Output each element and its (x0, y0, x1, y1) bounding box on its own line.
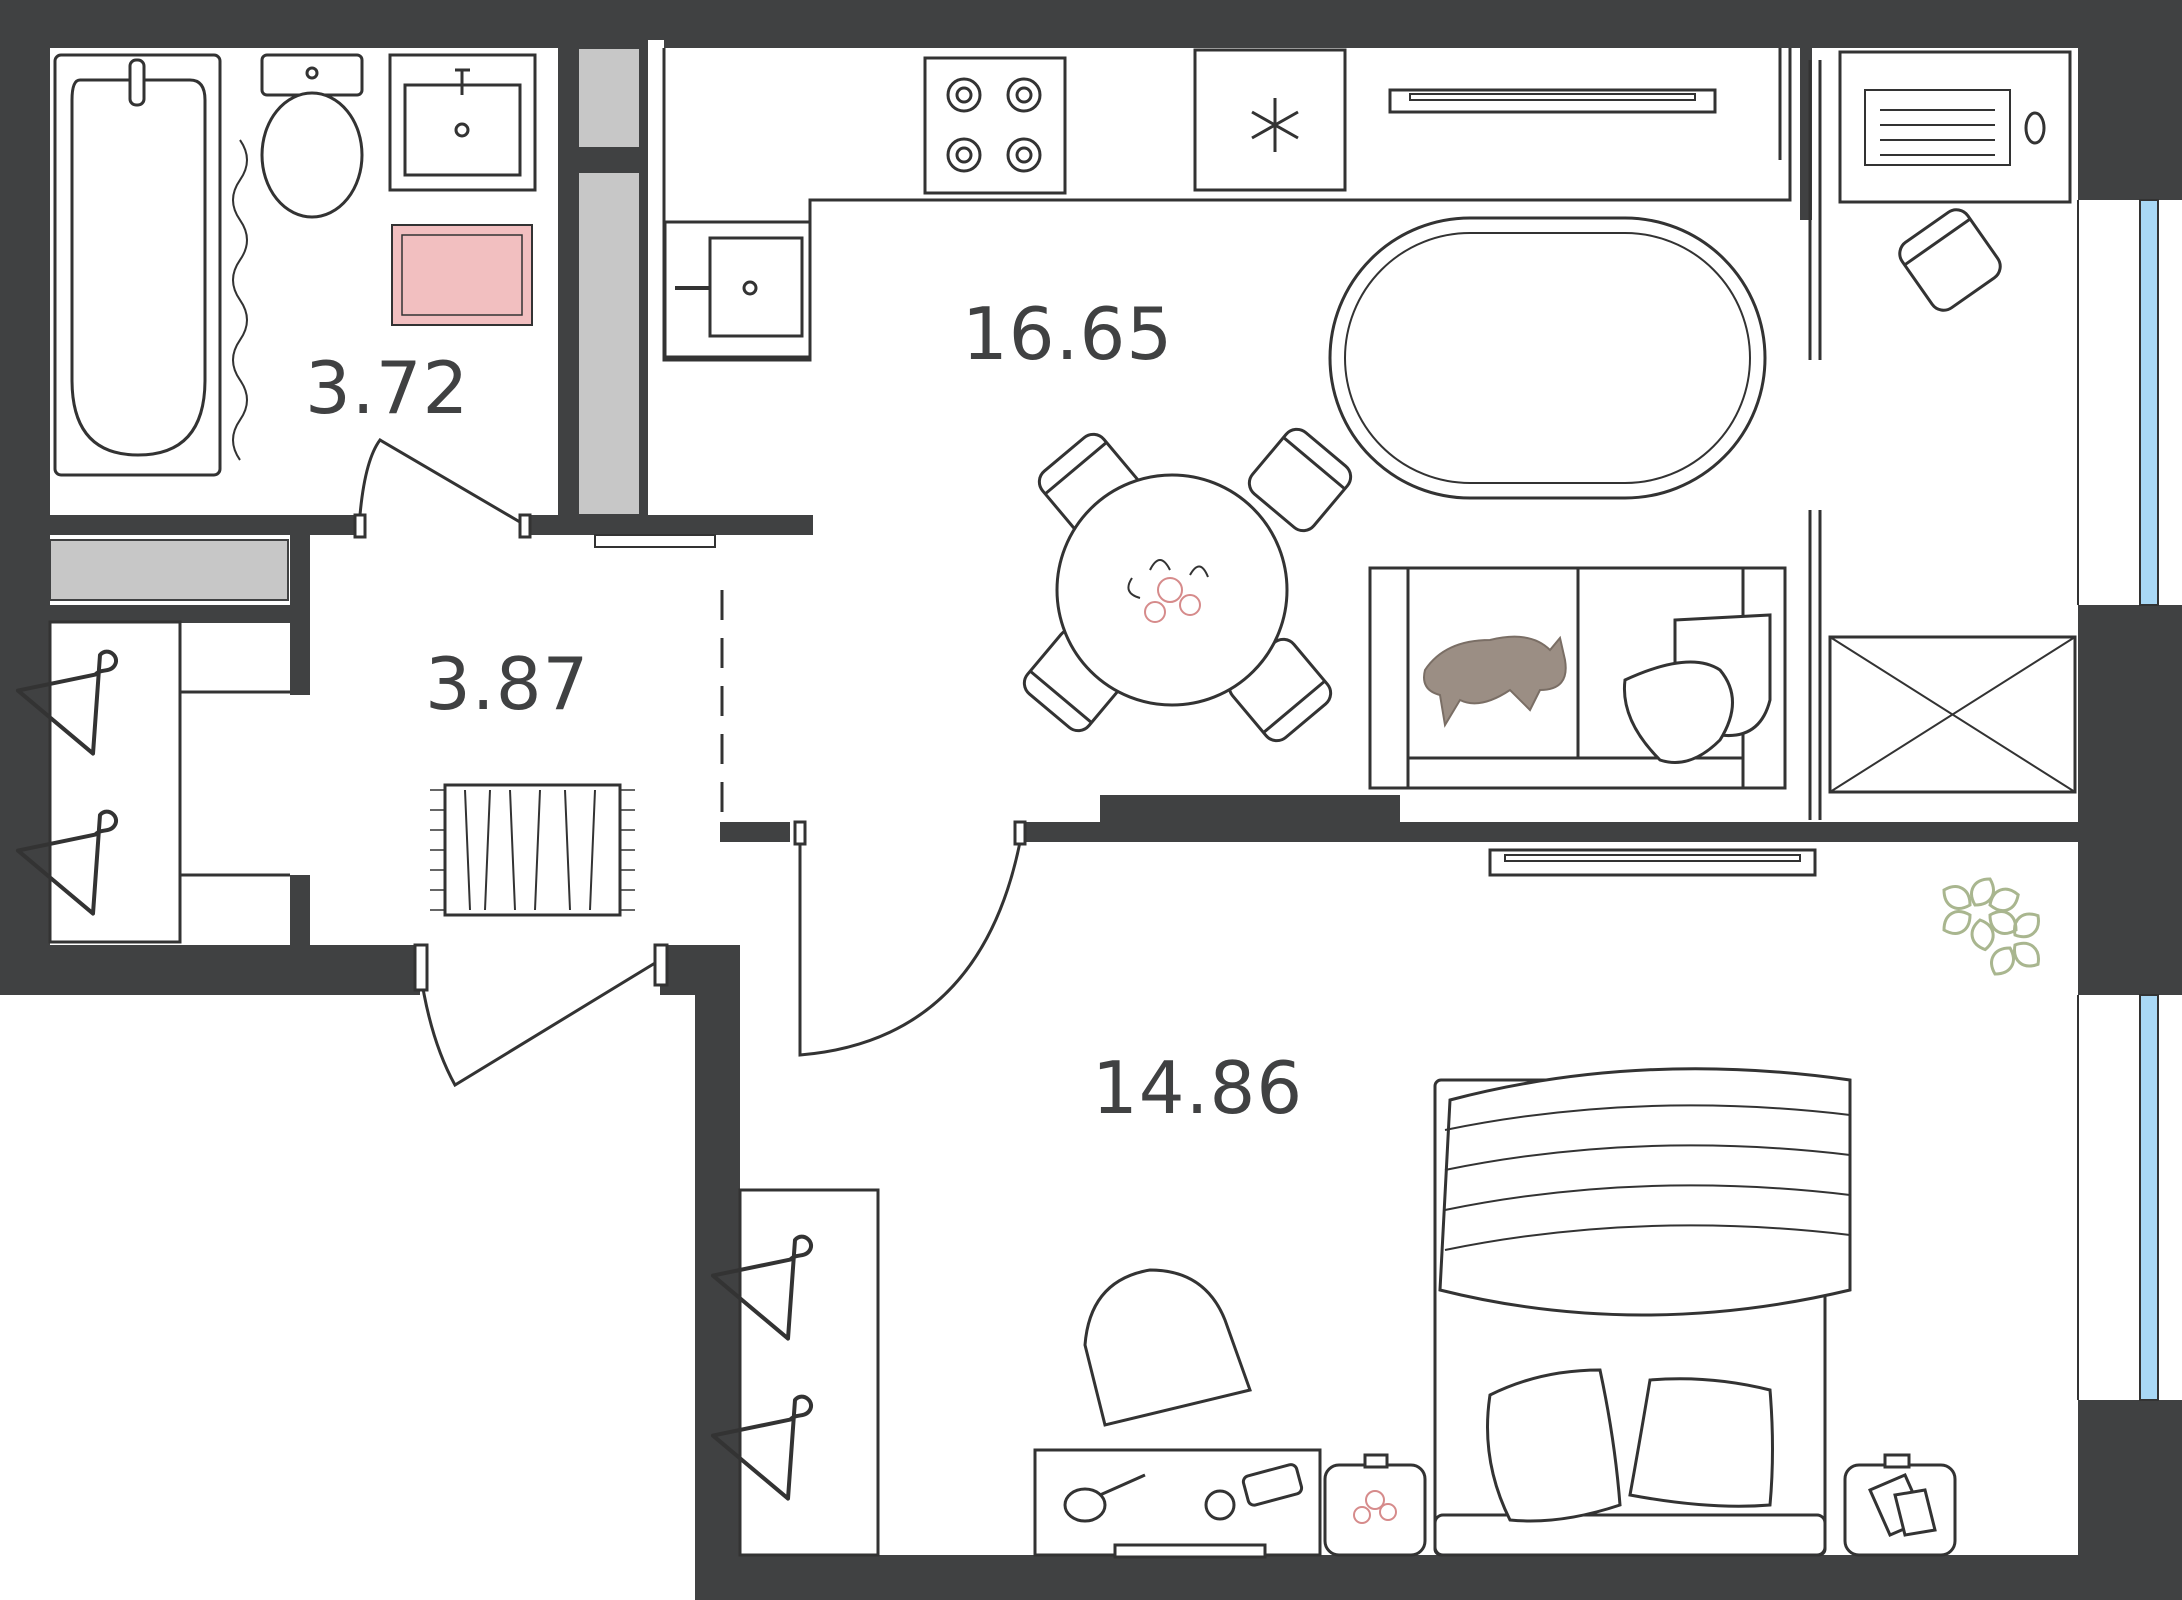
oval-rug (1328, 216, 1767, 500)
wall-ac-niche (2078, 605, 2182, 635)
flowers-icon (1127, 559, 1209, 623)
nightstand-left (1323, 1453, 1427, 1557)
kitchen-furniture (594, 48, 1792, 548)
desk-chair-bedroom (1083, 1268, 1252, 1427)
stove-icon (923, 56, 1067, 195)
bathroom-furniture (53, 53, 537, 539)
sink-icon (388, 53, 537, 192)
bedroom-door (798, 841, 1022, 1057)
sofa (1368, 566, 1787, 790)
window-bedroom (2078, 995, 2182, 1400)
bath-mat (391, 224, 533, 326)
closet-hall (48, 620, 182, 944)
shaft-gap (648, 40, 664, 515)
flowers-icon (1353, 1490, 1397, 1524)
kitchen-sink (663, 220, 812, 359)
wall-living-bedroom-mid (1020, 822, 1120, 842)
wall-bath-bottom (40, 515, 360, 535)
wall-right-top (2078, 0, 2182, 200)
bedroom-furniture (710, 820, 2047, 1559)
toilet-icon (260, 53, 364, 219)
wall-bottom (695, 1555, 2182, 1600)
window-living (2078, 200, 2182, 605)
plant-icon (1937, 872, 2047, 981)
cat-icon (1423, 635, 1567, 728)
shower-curtain (232, 139, 248, 461)
wall-closet-right-bottom (290, 875, 310, 955)
hall-rug (430, 783, 635, 917)
area-label-bedroom: 14.86 (1092, 1046, 1304, 1130)
shaft-lower (577, 171, 641, 516)
dining-table (1017, 422, 1358, 748)
snowflake-icon (1251, 98, 1299, 152)
wall-top (0, 0, 2080, 48)
window-living-glass (2139, 199, 2159, 606)
wall-left (0, 0, 50, 995)
closet-shelf (49, 539, 289, 601)
wall-living-bedroom-left (720, 822, 790, 842)
bedroom-tv (1488, 848, 1817, 877)
bathroom-door (358, 438, 526, 535)
desk-chair (1892, 202, 2008, 318)
windows (2077, 199, 2182, 1401)
shaft-upper (577, 47, 641, 149)
area-label-hallway: 3.87 (425, 642, 590, 726)
hallway-furniture (15, 590, 724, 1088)
fridge (1193, 48, 1347, 192)
desk (1033, 1448, 1322, 1559)
partitions (49, 47, 641, 601)
living-furniture (1017, 50, 2077, 820)
bed (1433, 1067, 1852, 1557)
wall-closet-right-top (290, 535, 310, 695)
wall-right-mid (2078, 605, 2182, 995)
wall-left-bottom (0, 945, 420, 995)
nightstand-right (1843, 1453, 1957, 1557)
window-bedroom-glass (2139, 994, 2159, 1401)
wall-right-bottom (2078, 1400, 2182, 1600)
area-label-bathroom: 3.72 (305, 346, 470, 430)
wall-living-bedroom-right (1100, 822, 2080, 842)
wall-closet-top (40, 605, 310, 623)
entrance-door (418, 958, 661, 1088)
area-label-kitchen-living: 16.65 (962, 292, 1174, 376)
bathtub-icon (53, 53, 222, 477)
